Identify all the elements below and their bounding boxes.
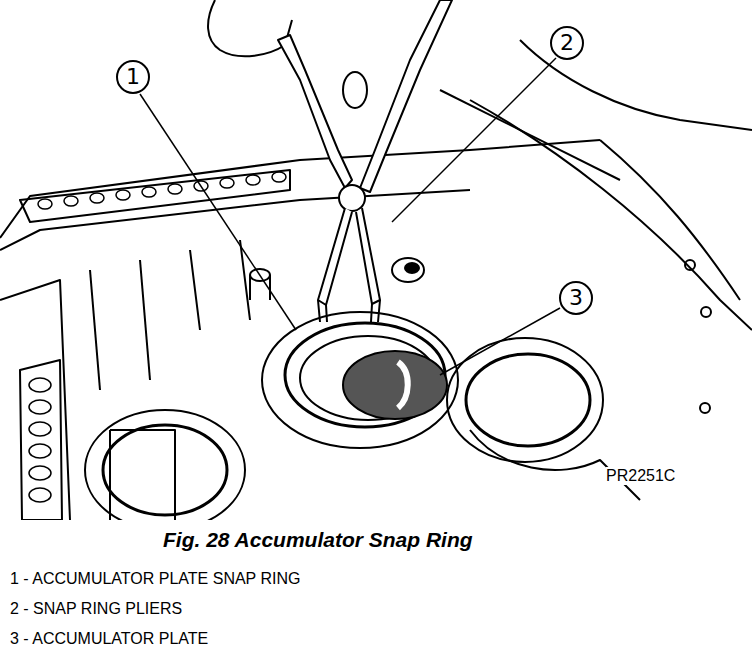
case-edge	[600, 140, 740, 300]
hole-column	[20, 360, 62, 520]
bolt-hole	[90, 193, 104, 203]
boss	[392, 258, 424, 282]
figure-caption: Fig. 28 Accumulator Snap Ring	[163, 528, 473, 552]
boss-hole	[405, 263, 419, 273]
case-rib	[140, 260, 150, 380]
bolt-hole	[246, 175, 260, 185]
bolt-hole	[29, 466, 51, 480]
leader-line	[392, 58, 556, 222]
plier-jaw	[318, 208, 352, 305]
bolt-hole	[29, 444, 51, 458]
bolt-hole	[700, 403, 710, 413]
plier-spring	[343, 72, 367, 108]
bolt-hole	[685, 260, 695, 270]
plier-tips	[318, 300, 380, 322]
leader-line	[140, 94, 296, 330]
bolt-hole	[194, 181, 208, 191]
case-rib	[90, 270, 100, 390]
right-bore	[447, 338, 603, 462]
bolt-hole	[29, 378, 51, 392]
figure-code: PR2251C	[606, 467, 675, 485]
lower-bore-inner	[103, 425, 227, 515]
legend-line: 2 - SNAP RING PLIERS	[10, 600, 182, 618]
bolt-hole	[29, 400, 51, 414]
bore-boss	[262, 312, 458, 448]
hand	[208, 0, 292, 56]
callout-number: 3	[569, 287, 583, 309]
lower-bore	[85, 410, 245, 520]
bolt-hole	[272, 172, 286, 182]
leader-line	[440, 308, 560, 375]
plier-handle	[278, 35, 352, 188]
shaft-slot	[110, 430, 175, 520]
bolt-hole	[29, 422, 51, 436]
bolt-hole	[38, 199, 52, 209]
right-bore-inner	[466, 354, 590, 446]
dowel-pin	[250, 275, 270, 300]
plier-pivot	[339, 185, 365, 211]
case-edge	[470, 430, 640, 500]
bolt-hole	[168, 184, 182, 194]
bolt-rail	[20, 170, 290, 222]
accumulator-plate	[343, 351, 447, 419]
case-edge	[0, 190, 470, 250]
hand	[440, 90, 620, 180]
case-rib	[0, 280, 70, 520]
bolt-hole	[116, 190, 130, 200]
callout-circle: 2	[550, 26, 584, 60]
bolt-hole	[29, 488, 51, 502]
legend-line: 1 - ACCUMULATOR PLATE SNAP RING	[10, 570, 300, 588]
callout-number: 1	[126, 66, 140, 88]
case-rib	[190, 250, 200, 330]
bolt-hole	[701, 307, 711, 317]
bolt-hole	[220, 178, 234, 188]
callout-circle: 3	[559, 281, 593, 315]
transmission-illustration	[0, 0, 752, 520]
callout-circle: 1	[116, 60, 150, 94]
plier-jaw	[356, 208, 380, 304]
bolt-hole	[64, 196, 78, 206]
plate-slot	[398, 362, 408, 408]
case-edge	[470, 100, 752, 330]
callout-number: 2	[560, 32, 574, 54]
plier-handle	[360, 0, 452, 192]
bolt-hole	[142, 187, 156, 197]
legend-line: 3 - ACCUMULATOR PLATE	[10, 630, 208, 648]
